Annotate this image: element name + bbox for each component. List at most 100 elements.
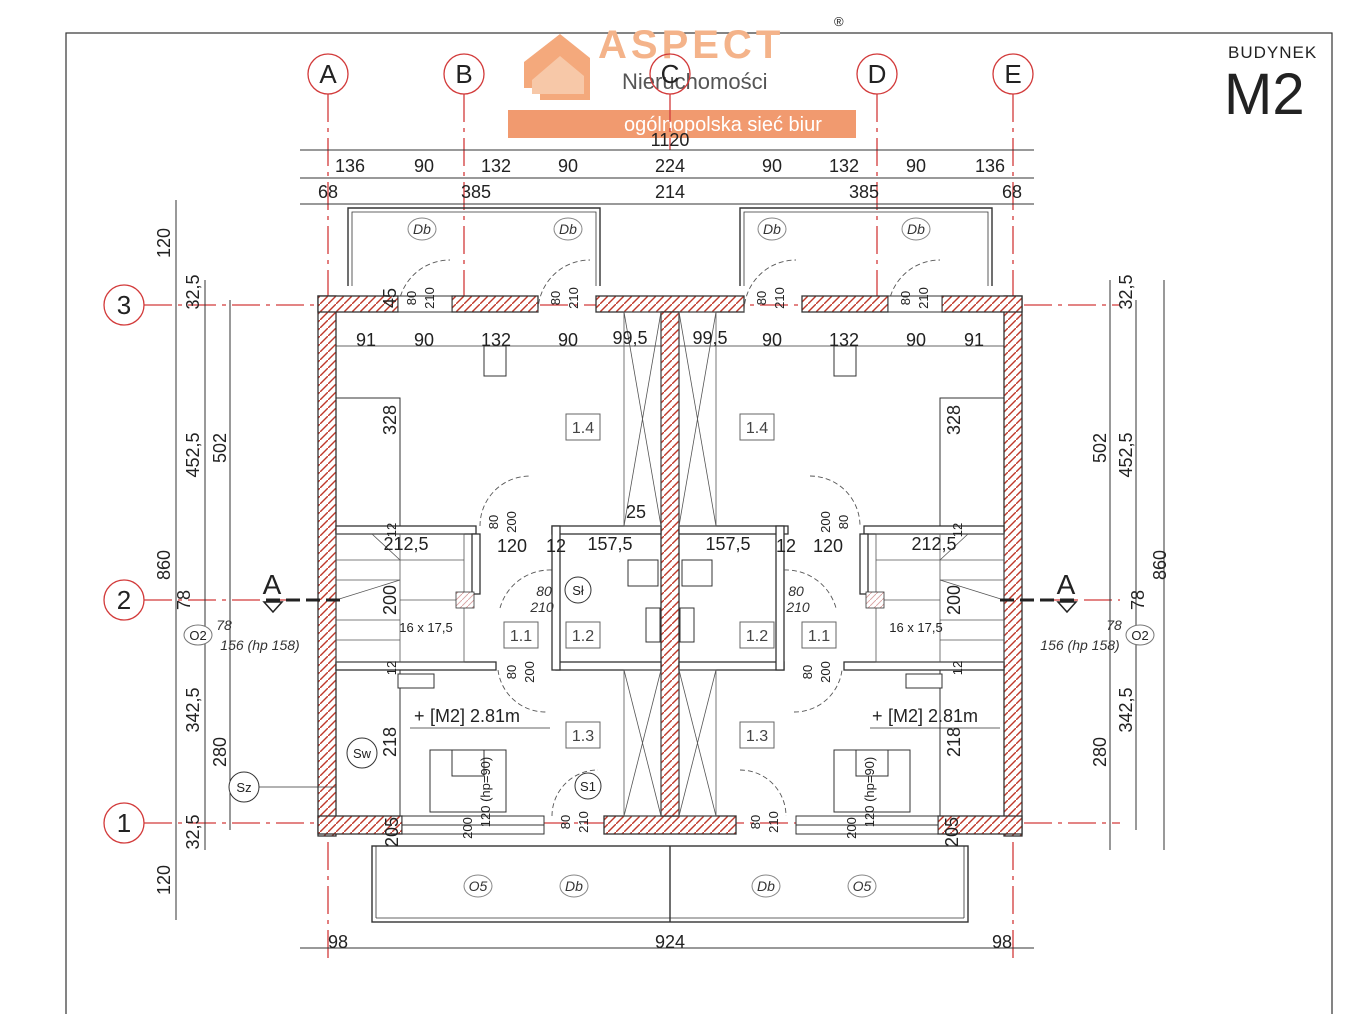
svg-text:200: 200: [380, 585, 400, 615]
svg-text:90: 90: [906, 156, 926, 176]
svg-text:218: 218: [380, 727, 400, 757]
svg-text:Db: Db: [907, 221, 925, 237]
svg-text:2: 2: [117, 585, 131, 615]
svg-text:214: 214: [655, 182, 685, 202]
axis-bubble-d: D: [856, 53, 898, 95]
vent-ducts: [397, 607, 943, 689]
svg-text:924: 924: [655, 932, 685, 952]
o5-tag-left: O5: [463, 874, 493, 898]
svg-text:80: 80: [800, 665, 815, 679]
svg-text:80: 80: [504, 665, 519, 679]
section-markers: A A: [262, 569, 1078, 614]
building-id: BUDYNEK M2: [1224, 43, 1317, 127]
dim-total: 1120: [651, 130, 690, 150]
svg-text:Sw: Sw: [353, 746, 372, 761]
room-tag-1-1-left: 1.1: [503, 621, 539, 649]
db-tag-bottom-2: Db: [751, 874, 781, 898]
axis-bubbles: A B C D E 3 2 1: [103, 53, 1034, 844]
svg-text:200: 200: [818, 661, 833, 683]
svg-text:205: 205: [942, 817, 962, 847]
svg-text:80: 80: [536, 583, 552, 599]
svg-text:452,5: 452,5: [183, 432, 203, 477]
svg-text:1.2: 1.2: [746, 628, 768, 645]
axis-bubble-b: B: [443, 53, 485, 95]
svg-text:157,5: 157,5: [587, 534, 632, 554]
dimension-lines: [175, 149, 1165, 949]
svg-text:212,5: 212,5: [911, 534, 956, 554]
svg-text:D: D: [868, 59, 887, 89]
svg-text:98: 98: [992, 932, 1012, 952]
interior-dimensions: 91 90 132 90 99,5 99,5 90 132 90 91 212,…: [356, 288, 984, 847]
svg-text:132: 132: [829, 330, 859, 350]
stairs-right: [865, 533, 1005, 663]
svg-text:68: 68: [318, 182, 338, 202]
axis-bubble-2: 2: [103, 579, 145, 621]
svg-text:1.4: 1.4: [746, 420, 768, 437]
stairs-left: [335, 533, 475, 663]
svg-text:32,5: 32,5: [183, 814, 203, 849]
s1-tag: S1: [574, 772, 602, 800]
svg-text:B: B: [455, 59, 472, 89]
svg-text:385: 385: [849, 182, 879, 202]
svg-text:80: 80: [898, 291, 913, 305]
db-tag-top-1: Db: [407, 217, 437, 241]
svg-text:1.1: 1.1: [808, 628, 830, 645]
svg-text:90: 90: [558, 156, 578, 176]
svg-text:90: 90: [762, 156, 782, 176]
svg-text:12: 12: [384, 523, 399, 537]
room-tag-1-4-left: 1.4: [565, 413, 601, 441]
svg-text:12: 12: [776, 536, 796, 556]
axis-bubble-e: E: [992, 53, 1034, 95]
room-tag-1-3-left: 1.3: [565, 721, 601, 749]
svg-text:328: 328: [380, 405, 400, 435]
svg-text:200: 200: [522, 661, 537, 683]
logo-subtitle: Nieruchomości: [622, 69, 768, 94]
axis-bubble-1: 1: [103, 802, 145, 844]
svg-text:C: C: [661, 59, 680, 89]
svg-text:210: 210: [766, 811, 781, 833]
svg-text:80: 80: [788, 583, 804, 599]
exterior-walls: [317, 295, 1023, 837]
sz-tag: Sz: [228, 771, 260, 803]
symbol-tags: Db Db Db Db O5 Db Db O5 Sł S1 Sw Sz: [228, 217, 931, 898]
top-dimensions: 1120 136 90 132 90 224 90 132 90 136 68 …: [318, 130, 1022, 202]
svg-text:80: 80: [548, 291, 563, 305]
svg-text:25: 25: [626, 502, 646, 522]
axis-bubble-3: 3: [103, 284, 145, 326]
svg-text:280: 280: [210, 737, 230, 767]
svg-text:O2: O2: [1131, 628, 1148, 643]
svg-text:12: 12: [384, 661, 399, 675]
svg-text:S1: S1: [580, 779, 596, 794]
level-plus-right: +: [872, 706, 883, 726]
stairs-label-left: 16 x 17,5: [399, 620, 453, 635]
svg-text:328: 328: [944, 405, 964, 435]
room-tag-1-3-right: 1.3: [739, 721, 775, 749]
level-left: [M2] 2.81m: [430, 706, 520, 726]
room-tag-1-4-right: 1.4: [739, 413, 775, 441]
building-label: BUDYNEK: [1228, 43, 1317, 62]
svg-text:78: 78: [1128, 590, 1148, 610]
svg-text:280: 280: [1090, 737, 1110, 767]
svg-text:78: 78: [216, 617, 232, 633]
svg-text:Db: Db: [757, 878, 775, 894]
svg-text:200: 200: [818, 511, 833, 533]
svg-text:132: 132: [481, 156, 511, 176]
section-label-right: A: [1057, 569, 1076, 600]
svg-text:200: 200: [844, 817, 859, 839]
svg-text:1.3: 1.3: [746, 728, 768, 745]
svg-text:Sł: Sł: [572, 583, 584, 598]
svg-text:385: 385: [461, 182, 491, 202]
svg-text:210: 210: [772, 287, 787, 309]
room-tag-1-2-right: 1.2: [739, 621, 775, 649]
room-tags: 1.4 1.4 1.1 1.2 1.2 1.1 1.3 1.3: [503, 413, 837, 749]
svg-text:68: 68: [1002, 182, 1022, 202]
svg-text:90: 90: [762, 330, 782, 350]
svg-text:132: 132: [829, 156, 859, 176]
svg-text:O2: O2: [189, 628, 206, 643]
svg-text:E: E: [1004, 59, 1021, 89]
sheet-frame: [65, 32, 1333, 1014]
right-dimensions: 32,5 452,5 78 342,5 502 280 860: [1090, 274, 1170, 767]
svg-text:452,5: 452,5: [1116, 432, 1136, 477]
svg-text:860: 860: [1150, 550, 1170, 580]
